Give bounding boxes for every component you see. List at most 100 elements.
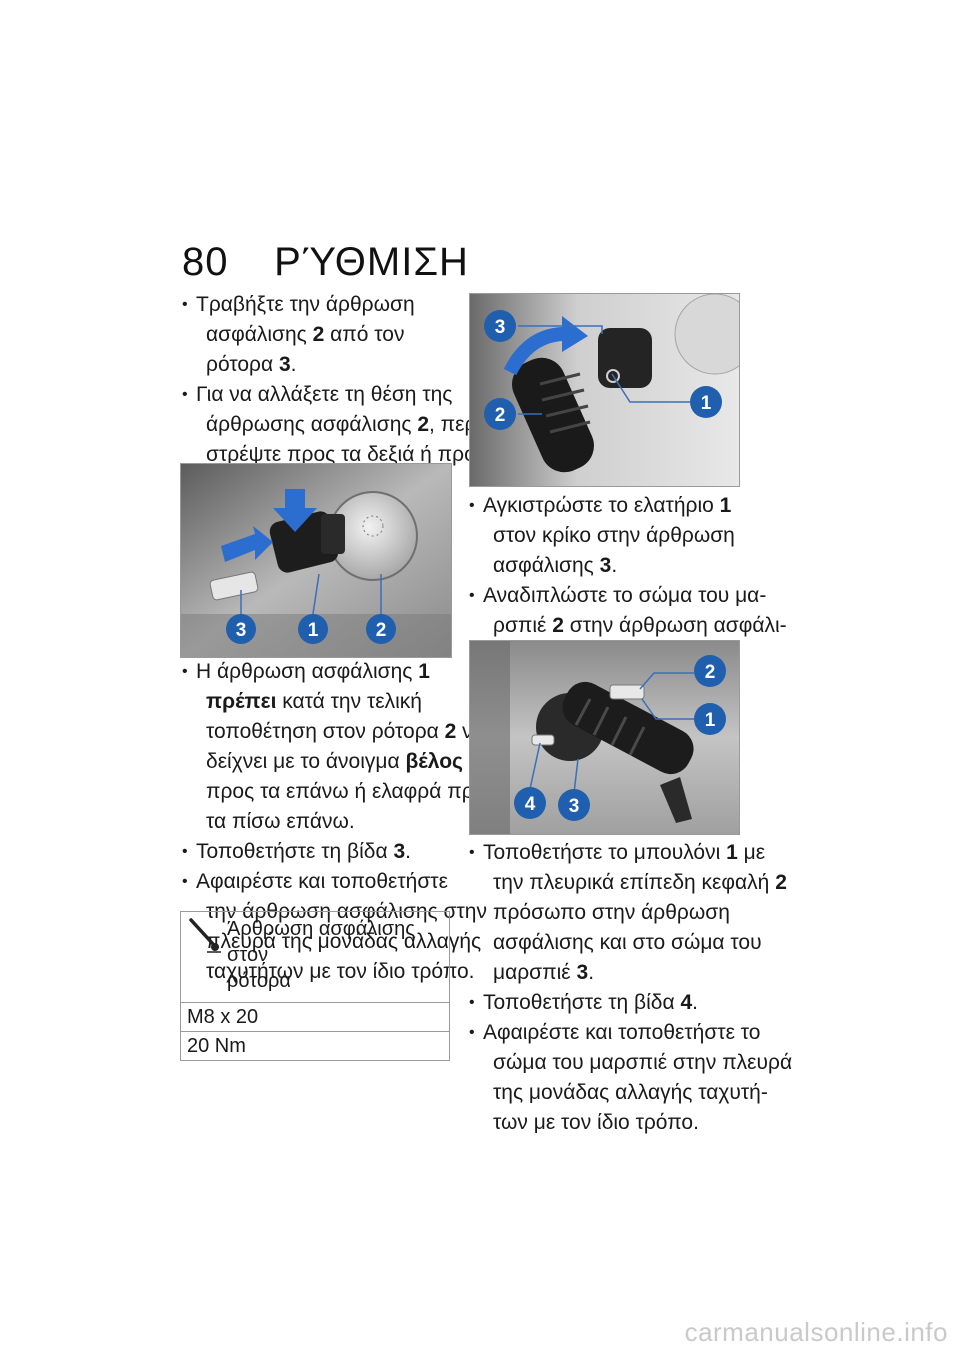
instruction-text: στρέψτε προς τα δεξιά ή προς: [206, 443, 486, 466]
instruction-text: πρόσωπο στην άρθρωση: [493, 901, 730, 924]
instruction-line: Τοποθετήστε το μπουλόνι 1 με: [483, 838, 765, 868]
section-title: ΡΎΘΜΙΣΗ: [274, 240, 469, 284]
callout-badge: [484, 398, 516, 430]
arrow-down-icon: [273, 489, 317, 532]
instruction-text: ασφάλισης: [493, 554, 600, 577]
instruction-text: τα πίσω επάνω.: [206, 810, 355, 833]
callout-badge: [514, 787, 546, 819]
instruction-line: τοποθέτηση στον ρότορα 2 να: [196, 717, 485, 747]
instruction-text: Για να αλλάξετε τη θέση της: [196, 383, 453, 406]
instruction-line: Αφαιρέστε και τοποθετήστε το: [483, 1018, 760, 1048]
reference-text: 2: [552, 614, 564, 637]
instruction-text: κατά την τελική: [276, 690, 422, 713]
instruction-text: στην άρθρωση ασφάλι-: [563, 614, 787, 637]
instruction-line: Τραβήξτε την άρθρωση: [196, 290, 452, 320]
page-header: 80 ΡΎΘΜΙΣΗ: [182, 240, 469, 285]
instruction-text: Αγκιστρώστε το ελατήριο: [483, 494, 720, 517]
reference-text: 2: [417, 413, 430, 436]
instruction-text: της μονάδας αλλαγής ταχυτή-: [493, 1081, 768, 1104]
instruction-text: Τοποθετήστε τη βίδα: [196, 840, 394, 863]
instruction-text: των με τον ίδιο τρόπο.: [493, 1111, 699, 1134]
instruction-text: από τον: [324, 323, 405, 346]
reference-text: 2: [444, 720, 457, 743]
reference-text: 3: [576, 961, 589, 984]
torque-description: Άρθρωση ασφάλισης στον: [227, 918, 415, 966]
instruction-text: στον κρίκο στην άρθρωση: [493, 524, 735, 547]
instruction-text: .: [588, 961, 595, 984]
instruction-line: Τοποθετήστε τη βίδα 3.: [196, 837, 452, 867]
callout-number: 1: [701, 393, 712, 414]
instruction-text: Τοποθετήστε τη βίδα: [483, 991, 681, 1014]
instruction-text: Τοποθετήστε το μπουλόνι: [483, 841, 727, 864]
instruction-text: ασφάλισης και στο σώμα του: [493, 931, 762, 954]
torque-description-cont: ρότορα: [227, 970, 291, 992]
instruction-text: σώμα του μαρσπιέ στην πλευρά: [493, 1051, 793, 1074]
instruction-line: πλευρά της μονάδας αλλαγής: [196, 927, 481, 957]
torque-value: 20 Nm: [181, 1031, 449, 1060]
instruction-line: Αναδιπλώστε το σώμα του μα-: [483, 581, 766, 611]
callout-number: 3: [569, 796, 580, 817]
instruction-line: ταχυτήτων με τον ίδιο τρόπο.: [196, 957, 475, 987]
instruction-text: πλευρά της μονάδας αλλαγής: [206, 930, 482, 953]
callout-number: 2: [705, 662, 716, 683]
torque-table: Άρθρωση ασφάλισης στον ρότορα M8 x 20 20…: [180, 911, 450, 1061]
figure-illustration: 2 1 4 3: [470, 641, 739, 834]
instruction-line: ασφάλισης 3.: [483, 551, 741, 581]
instruction-line: στρέψτε προς τα δεξιά ή προς: [196, 440, 486, 470]
joint-housing: [598, 328, 652, 388]
instruction-bullet: Τραβήξτε την άρθρωση ασφάλισης 2 από τον ρ…: [182, 290, 452, 380]
watermark: carmanualsonline.info: [684, 1317, 948, 1347]
reference-text: 3: [278, 353, 291, 376]
instruction-line: την πλευρικά επίπεδη κεφαλή 2: [483, 868, 787, 898]
callout-number: 1: [308, 620, 319, 641]
callout-badge: [226, 614, 256, 644]
bolt-part: [609, 684, 645, 700]
reference-text: πρέπει: [206, 690, 277, 713]
screw-part: [531, 734, 555, 746]
reference-text: βέλος: [405, 750, 463, 773]
reference-text: 2: [312, 323, 325, 346]
reference-text: 4: [680, 991, 693, 1014]
callout-badge: [694, 703, 726, 735]
instruction-line: Η άρθρωση ασφάλισης 1: [196, 657, 452, 687]
footpeg-body: [562, 681, 694, 775]
instruction-text: με: [737, 841, 766, 864]
instruction-line: Αφαιρέστε και τοποθετήστε: [196, 867, 452, 897]
instruction-text: Τραβήξτε την άρθρωση: [196, 293, 415, 316]
instruction-text: ρσπιέ: [493, 614, 553, 637]
instruction-text: μαρσπιέ: [493, 961, 577, 984]
left-instructions-bottom: Η άρθρωση ασφάλισης 1 πρέπει κατά την τελ…: [182, 657, 495, 987]
instruction-bullet: Η άρθρωση ασφάλισης 1 πρέπει κατά την τελ…: [182, 657, 495, 837]
instruction-text: .: [692, 991, 698, 1014]
instruction-text: δείχνει με το άνοιγμα: [206, 750, 406, 773]
instruction-line: άρθρωσης ασφάλισης 2, περι-: [196, 410, 488, 440]
figure-illustration: 3 2 1: [470, 294, 739, 486]
instruction-line: σώμα του μαρσπιέ στην πλευρά: [483, 1048, 792, 1078]
torque-wrench-icon: [187, 916, 221, 994]
arrow-right-icon: [221, 526, 273, 562]
callout-number: 3: [495, 317, 506, 338]
instruction-line: ασφάλισης και στο σώμα του: [483, 928, 762, 958]
callout-number: 4: [525, 794, 536, 815]
instruction-line: μαρσπιέ 3.: [483, 958, 741, 988]
instruction-line: Τοποθετήστε τη βίδα 4.: [483, 988, 741, 1018]
reference-text: 1: [418, 660, 430, 683]
instruction-line: ρότορα 3.: [196, 350, 452, 380]
torque-row-header: Άρθρωση ασφάλισης στον ρότορα: [181, 912, 449, 1002]
instruction-text: ασφάλισης: [206, 323, 313, 346]
instruction-line: δείχνει με το άνοιγμα βέλος: [196, 747, 463, 777]
instruction-bullet: Τοποθετήστε τη βίδα 4.: [469, 988, 741, 1018]
callout-number: 3: [236, 620, 247, 641]
callout-number: 2: [495, 405, 506, 426]
instruction-text: .: [290, 353, 297, 376]
callout-badge: [298, 614, 328, 644]
callout-number: 1: [705, 710, 716, 731]
instruction-line: προς τα επάνω ή ελαφρά προς: [196, 777, 495, 807]
instruction-text: Αφαιρέστε και τοποθετήστε: [196, 870, 448, 893]
instruction-line: τα πίσω επάνω.: [196, 807, 452, 837]
callout-badge: [484, 310, 516, 342]
instruction-line: πρόσωπο στην άρθρωση: [483, 898, 741, 928]
